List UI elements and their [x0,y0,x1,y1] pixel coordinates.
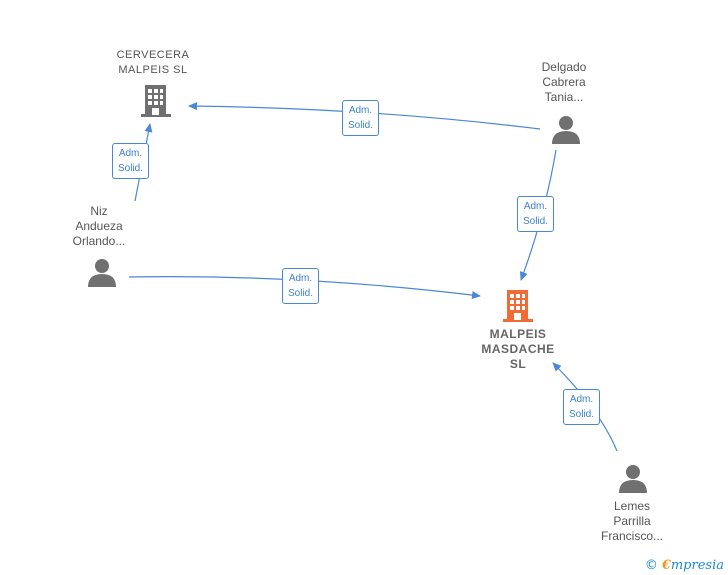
node-label-lemes[interactable]: Lemes Parrilla Francisco... [600,499,663,543]
brand-initial: € [661,558,671,573]
node-label-delgado[interactable]: Delgado Cabrera Tania... [541,60,587,104]
edge-label-niz-malpeis[interactable]: Adm. Solid. [282,268,320,304]
edge-label-delgado-cervecera[interactable]: Adm. Solid. [342,100,380,136]
node-label-malpeis[interactable]: MALPEIS MASDACHE SL [481,327,555,371]
node-label-cervecera[interactable]: CERVECERA MALPEIS SL [116,49,190,76]
building-icon-main[interactable] [502,289,534,323]
brand-name: mpresia [670,558,724,573]
node-label-niz[interactable]: Niz Andueza Orlando... [72,204,126,248]
edge-label-niz-cervecera[interactable]: Adm. Solid. [112,143,150,179]
person-icon[interactable] [618,464,648,494]
person-icon[interactable] [551,115,581,145]
edge-label-lemes-malpeis[interactable]: Adm. Solid. [563,389,601,425]
person-icon[interactable] [87,258,117,288]
copyright-icon: © [644,558,658,573]
building-icon[interactable] [140,84,172,118]
empresia-logo: ©€mpresia [645,558,724,573]
edge-label-delgado-malpeis[interactable]: Adm. Solid. [517,196,555,232]
